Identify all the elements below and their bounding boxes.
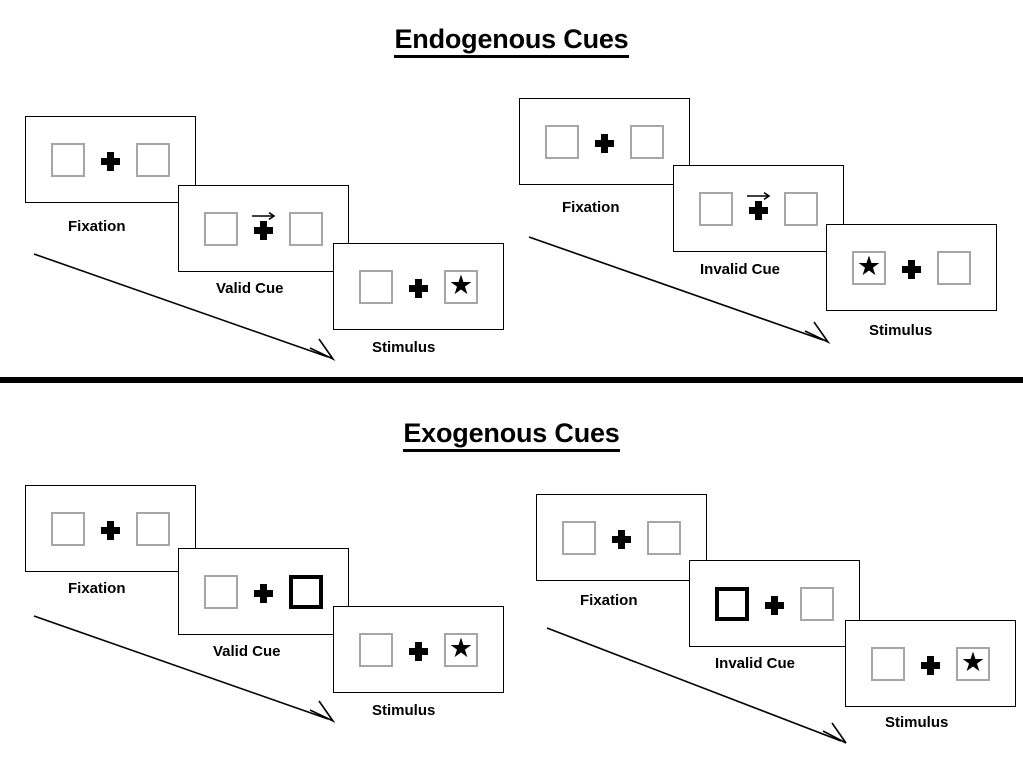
diagonal-arrow-icon xyxy=(33,615,336,724)
center-slot xyxy=(101,512,120,546)
plus-cross-icon xyxy=(409,279,428,298)
arrow-right-icon xyxy=(252,211,276,220)
left-box xyxy=(562,520,596,555)
right-box xyxy=(937,250,971,285)
caption-endogenous-invalid-cue: Invalid Cue xyxy=(700,261,781,278)
panel-content xyxy=(537,495,706,580)
panel-content xyxy=(26,117,195,202)
star-icon: ★ xyxy=(856,251,882,281)
panel-content xyxy=(690,561,859,646)
plus-cross-icon xyxy=(765,596,784,615)
plus-cross-icon xyxy=(595,134,614,153)
plus-cross-icon xyxy=(612,530,631,549)
center-slot xyxy=(902,251,921,285)
star-icon: ★ xyxy=(448,633,474,663)
center-slot xyxy=(595,125,614,159)
panel-endogenous-invalid-stimulus: ★ xyxy=(826,224,997,311)
panel-content xyxy=(520,99,689,184)
panel-endogenous-valid-cue xyxy=(178,185,349,272)
center-slot xyxy=(612,521,631,555)
caption-endogenous-valid-fixation: Fixation xyxy=(68,218,126,235)
right-box xyxy=(136,511,170,546)
panel-content: ★ xyxy=(334,607,503,692)
right-box: ★ xyxy=(444,269,478,304)
right-box xyxy=(289,211,323,246)
caption-exogenous-invalid-cue: Invalid Cue xyxy=(715,655,796,672)
star-icon: ★ xyxy=(448,270,474,300)
diagonal-arrow-icon xyxy=(33,253,336,362)
plus-cross-icon xyxy=(254,584,273,603)
right-box: ★ xyxy=(444,632,478,667)
center-slot xyxy=(409,633,428,667)
panel-content xyxy=(26,486,195,571)
caption-endogenous-invalid-fixation: Fixation xyxy=(562,199,620,216)
right-box xyxy=(647,520,681,555)
caption-endogenous-invalid-stimulus: Stimulus xyxy=(869,322,933,339)
center-slot xyxy=(101,143,120,177)
left-box xyxy=(545,124,579,159)
panel-endogenous-valid-stimulus: ★ xyxy=(333,243,504,330)
panel-content: ★ xyxy=(827,225,996,310)
plus-cross-icon xyxy=(254,221,273,240)
plus-cross-icon xyxy=(101,152,120,171)
panel-exogenous-valid-cue xyxy=(178,548,349,635)
star-icon: ★ xyxy=(960,647,986,677)
plus-cross-icon xyxy=(749,201,768,220)
arrow-right-icon xyxy=(747,191,771,200)
panel-content xyxy=(179,186,348,271)
panel-content: ★ xyxy=(334,244,503,329)
panel-content xyxy=(179,549,348,634)
panel-endogenous-invalid-cue xyxy=(673,165,844,252)
plus-cross-icon xyxy=(101,521,120,540)
center-slot xyxy=(921,647,940,681)
left-box xyxy=(699,191,733,226)
right-box xyxy=(630,124,664,159)
panel-exogenous-valid-stimulus: ★ xyxy=(333,606,504,693)
section-title-endogenous-text: Endogenous Cues xyxy=(394,24,629,58)
diagonal-arrow-icon xyxy=(546,627,847,744)
center-slot xyxy=(252,211,276,246)
left-box xyxy=(359,632,393,667)
plus-cross-icon xyxy=(902,260,921,279)
left-box xyxy=(204,211,238,246)
section-title-exogenous-text: Exogenous Cues xyxy=(403,418,620,452)
right-box xyxy=(136,142,170,177)
caption-endogenous-valid-stimulus: Stimulus xyxy=(372,339,436,356)
panel-content: ★ xyxy=(846,621,1015,706)
center-slot xyxy=(747,191,771,226)
center-slot xyxy=(409,270,428,304)
left-box xyxy=(871,646,905,681)
panel-endogenous-valid-fixation xyxy=(25,116,196,203)
diagonal-arrow-icon xyxy=(528,236,831,345)
center-slot xyxy=(254,575,273,609)
caption-exogenous-valid-fixation: Fixation xyxy=(68,580,126,597)
center-slot xyxy=(765,587,784,621)
panel-exogenous-invalid-stimulus: ★ xyxy=(845,620,1016,707)
right-box: ★ xyxy=(956,646,990,681)
left-box xyxy=(204,574,238,609)
section-title-exogenous: Exogenous Cues xyxy=(0,418,1023,452)
section-title-endogenous: Endogenous Cues xyxy=(0,24,1023,58)
left-box: ★ xyxy=(852,250,886,285)
caption-endogenous-valid-cue: Valid Cue xyxy=(216,280,284,297)
panel-content xyxy=(674,166,843,251)
panel-endogenous-invalid-fixation xyxy=(519,98,690,185)
section-divider xyxy=(0,377,1023,383)
caption-exogenous-invalid-stimulus: Stimulus xyxy=(885,714,949,731)
left-box-cued xyxy=(715,586,749,621)
right-box-cued xyxy=(289,574,323,609)
panel-exogenous-invalid-fixation xyxy=(536,494,707,581)
right-box xyxy=(800,586,834,621)
panel-exogenous-invalid-cue xyxy=(689,560,860,647)
panel-exogenous-valid-fixation xyxy=(25,485,196,572)
left-box xyxy=(51,142,85,177)
caption-exogenous-invalid-fixation: Fixation xyxy=(580,592,638,609)
plus-cross-icon xyxy=(921,656,940,675)
left-box xyxy=(51,511,85,546)
right-box xyxy=(784,191,818,226)
caption-exogenous-valid-stimulus: Stimulus xyxy=(372,702,436,719)
caption-exogenous-valid-cue: Valid Cue xyxy=(213,643,281,660)
left-box xyxy=(359,269,393,304)
plus-cross-icon xyxy=(409,642,428,661)
